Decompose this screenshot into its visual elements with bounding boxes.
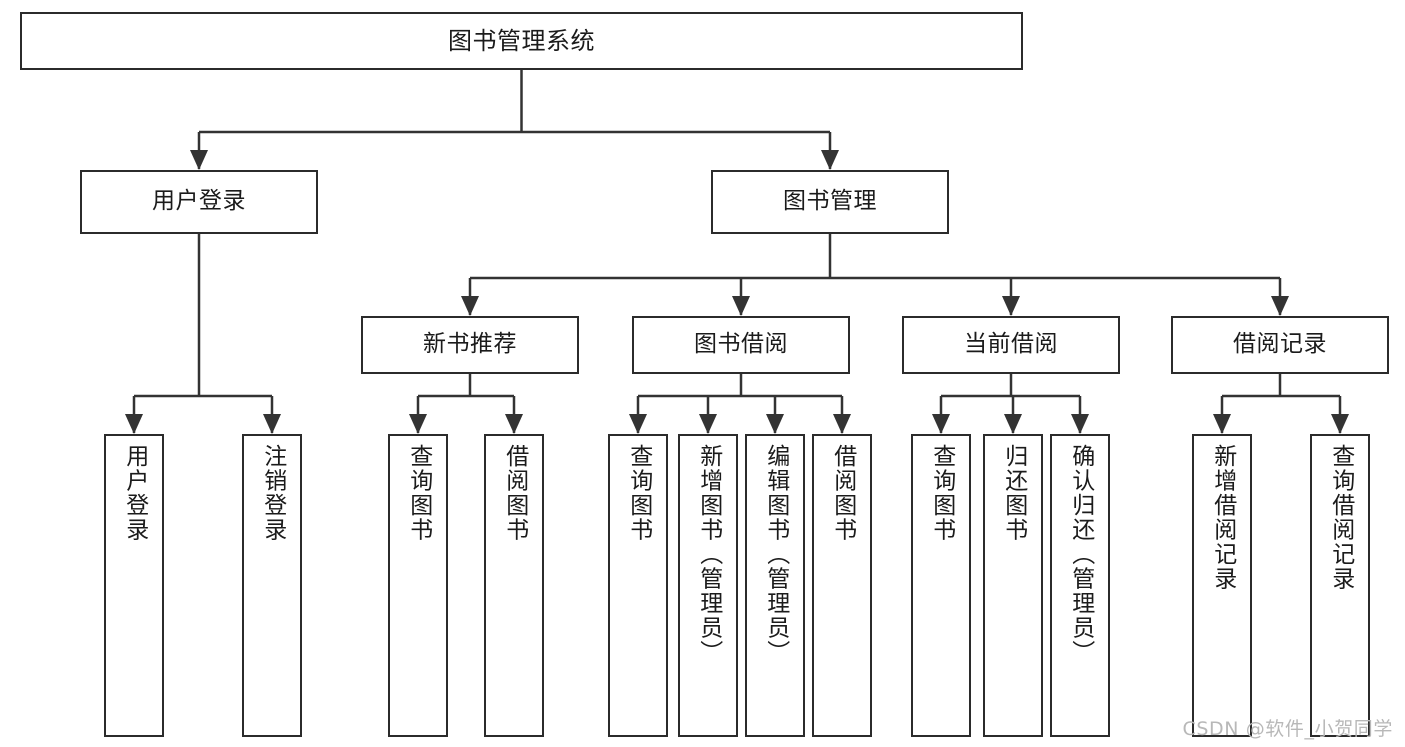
node-label: 新书推荐 [423,331,517,358]
node-leaf-edit-book[interactable]: 编辑图书（管理员） [745,434,805,737]
node-label: 当前借阅 [964,331,1058,358]
arrow-head-icon [1331,414,1349,434]
node-label: 注销登录 [259,444,286,542]
node-leaf-query-book-1[interactable]: 查询图书 [388,434,448,737]
node-leaf-borrow-book-2[interactable]: 借阅图书 [812,434,872,737]
node-leaf-add-book[interactable]: 新增图书（管理员） [678,434,738,737]
node-leaf-query-book-3[interactable]: 查询图书 [911,434,971,737]
arrow-head-icon [833,414,851,434]
arrow-head-icon [1002,296,1020,316]
arrow-head-icon [732,296,750,316]
node-label: 归还图书 [1000,444,1027,542]
node-label: 查询图书 [405,444,432,542]
arrow-head-icon [932,414,950,434]
node-root[interactable]: 图书管理系统 [20,12,1023,70]
node-leaf-add-record[interactable]: 新增借阅记录 [1192,434,1252,737]
arrow-head-icon [1004,414,1022,434]
arrow-head-icon [821,150,839,170]
arrow-head-icon [190,150,208,170]
node-book-manage[interactable]: 图书管理 [711,170,949,234]
arrow-head-icon [505,414,523,434]
node-label: 查询图书 [625,444,652,542]
node-label: 用户登录 [121,444,148,542]
node-label: 借阅图书 [829,444,856,542]
arrow-head-icon [125,414,143,434]
watermark-text: CSDN @软件_小贺同学 [1182,718,1393,740]
node-user-login[interactable]: 用户登录 [80,170,318,234]
node-label: 图书管理 [783,188,877,215]
node-borrow-record[interactable]: 借阅记录 [1171,316,1389,374]
node-label: 图书借阅 [694,331,788,358]
node-label: 编辑图书（管理员） [762,444,789,665]
node-book-borrow[interactable]: 图书借阅 [632,316,850,374]
node-leaf-query-book-2[interactable]: 查询图书 [608,434,668,737]
node-label: 新增借阅记录 [1209,444,1236,591]
arrow-head-icon [699,414,717,434]
arrow-head-icon [629,414,647,434]
node-current-borrow[interactable]: 当前借阅 [902,316,1120,374]
node-leaf-query-record[interactable]: 查询借阅记录 [1310,434,1370,737]
arrow-head-icon [263,414,281,434]
arrow-head-icon [1213,414,1231,434]
node-leaf-user-logout[interactable]: 注销登录 [242,434,302,737]
node-leaf-borrow-book-1[interactable]: 借阅图书 [484,434,544,737]
node-leaf-return-book[interactable]: 归还图书 [983,434,1043,737]
node-label: 借阅记录 [1233,331,1327,358]
arrow-head-icon [766,414,784,434]
node-new-book-recommend[interactable]: 新书推荐 [361,316,579,374]
node-label: 查询图书 [928,444,955,542]
arrow-head-icon [1271,296,1289,316]
node-leaf-confirm-return[interactable]: 确认归还（管理员） [1050,434,1110,737]
node-label: 查询借阅记录 [1327,444,1354,591]
node-label: 用户登录 [152,188,246,215]
node-label: 新增图书（管理员） [695,444,722,665]
arrow-head-icon [461,296,479,316]
node-leaf-user-login[interactable]: 用户登录 [104,434,164,737]
node-label: 确认归还（管理员） [1067,444,1094,665]
arrow-head-icon [409,414,427,434]
node-label: 借阅图书 [501,444,528,542]
arrow-head-icon [1071,414,1089,434]
node-label: 图书管理系统 [448,26,595,55]
